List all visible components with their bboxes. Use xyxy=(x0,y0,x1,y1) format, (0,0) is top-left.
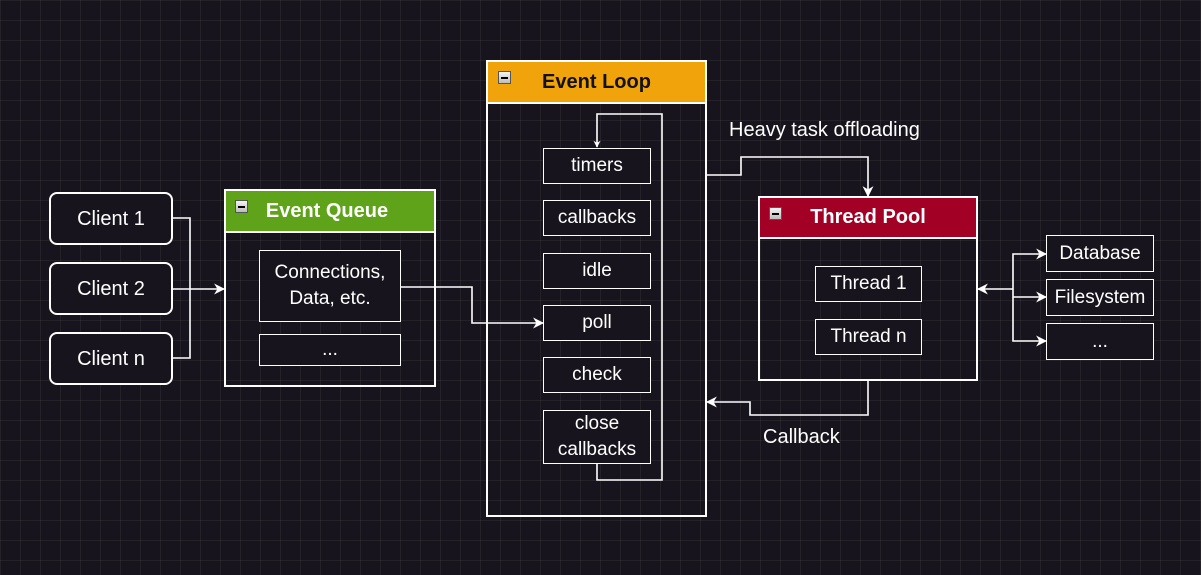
thread-node: Thread 1 xyxy=(815,266,922,302)
resource-node: ... xyxy=(1046,323,1154,360)
loop-phase: close callbacks xyxy=(543,410,651,464)
collapse-icon[interactable] xyxy=(498,71,511,84)
loop-phase: poll xyxy=(543,305,651,341)
edge-callback xyxy=(705,380,869,416)
edge-offload xyxy=(706,156,874,198)
client-label: Client 2 xyxy=(77,277,145,300)
loop-phase: callbacks xyxy=(543,200,651,236)
client-label: Client 1 xyxy=(77,207,145,230)
edge-resource-database xyxy=(1012,248,1048,289)
event-queue-container: Event Queue xyxy=(224,189,436,387)
collapse-icon[interactable] xyxy=(769,207,782,220)
event-queue-item: ... xyxy=(259,334,401,366)
client-node: Client n xyxy=(49,332,173,385)
loop-phase: timers xyxy=(543,148,651,184)
resource-node: Database xyxy=(1046,235,1154,272)
client-node: Client 1 xyxy=(49,192,173,245)
client-node: Client 2 xyxy=(49,262,173,315)
client-label: Client n xyxy=(77,347,145,370)
resource-node: Filesystem xyxy=(1046,279,1154,316)
edge-queue-poll xyxy=(400,286,545,329)
offload-label: Heavy task offloading xyxy=(729,119,920,141)
collapse-icon[interactable] xyxy=(235,200,248,213)
event-loop-title: Event Loop xyxy=(542,70,651,93)
thread-node: Thread n xyxy=(815,319,922,355)
event-loop-container: Event Loop xyxy=(486,60,707,517)
event-loop-header: Event Loop xyxy=(488,62,705,104)
edge-resource-more xyxy=(1012,289,1048,347)
callback-label: Callback xyxy=(763,426,840,448)
edge-loop-cycle xyxy=(593,113,663,481)
thread-pool-title: Thread Pool xyxy=(810,206,926,228)
thread-pool-header: Thread Pool xyxy=(760,198,976,239)
edge-client1-queue xyxy=(173,217,191,289)
thread-pool-container: Thread Pool xyxy=(758,196,978,381)
event-queue-header: Event Queue xyxy=(226,191,434,233)
loop-phase: idle xyxy=(543,253,651,289)
loop-phase: check xyxy=(543,357,651,393)
event-queue-item: Connections, Data, etc. xyxy=(259,250,401,322)
event-queue-title: Event Queue xyxy=(265,199,389,222)
edge-clientn-queue xyxy=(173,289,191,359)
